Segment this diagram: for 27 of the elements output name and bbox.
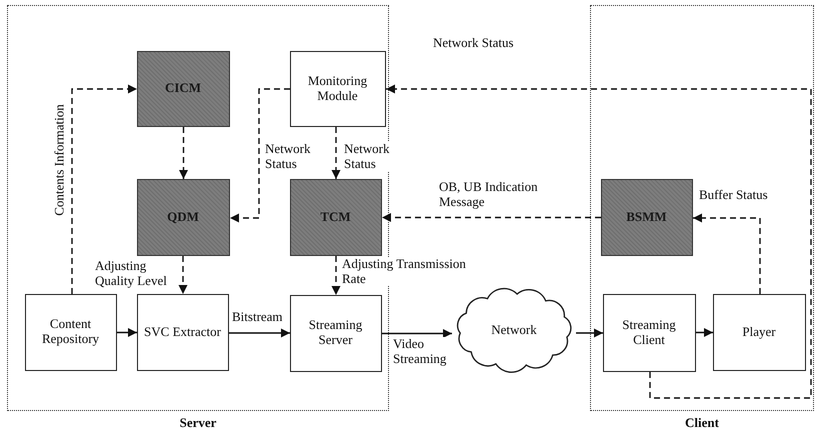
- module-box: TCM: [290, 178, 382, 256]
- module-box: CICM: [136, 50, 230, 126]
- arrow: [178, 256, 188, 294]
- group-title: Client: [684, 416, 720, 431]
- arrow: [693, 214, 761, 294]
- arrow: [230, 88, 290, 222]
- process-box: Player: [712, 294, 806, 370]
- arrow: [382, 329, 452, 338]
- module-box: QDM: [136, 178, 230, 256]
- arrow: [382, 213, 601, 222]
- arrow: [71, 84, 137, 294]
- group-title: Server: [178, 416, 218, 431]
- arrow: [576, 328, 603, 338]
- process-box: Streaming Server: [290, 294, 382, 372]
- process-box: Streaming Client: [602, 294, 696, 372]
- arrow: [332, 127, 340, 179]
- edge-label: Adjusting Transmission Rate: [341, 257, 468, 286]
- process-box: Content Repository: [24, 294, 116, 370]
- arrow: [179, 127, 188, 179]
- arrow: [386, 84, 812, 399]
- arrow: [229, 328, 290, 338]
- process-box: Monitoring Module: [290, 50, 386, 126]
- process-box: SVC Extractor: [136, 294, 228, 370]
- arrow: [117, 328, 137, 337]
- arrow: [696, 328, 713, 337]
- module-box: BSMM: [600, 178, 692, 256]
- arrow: [332, 256, 340, 295]
